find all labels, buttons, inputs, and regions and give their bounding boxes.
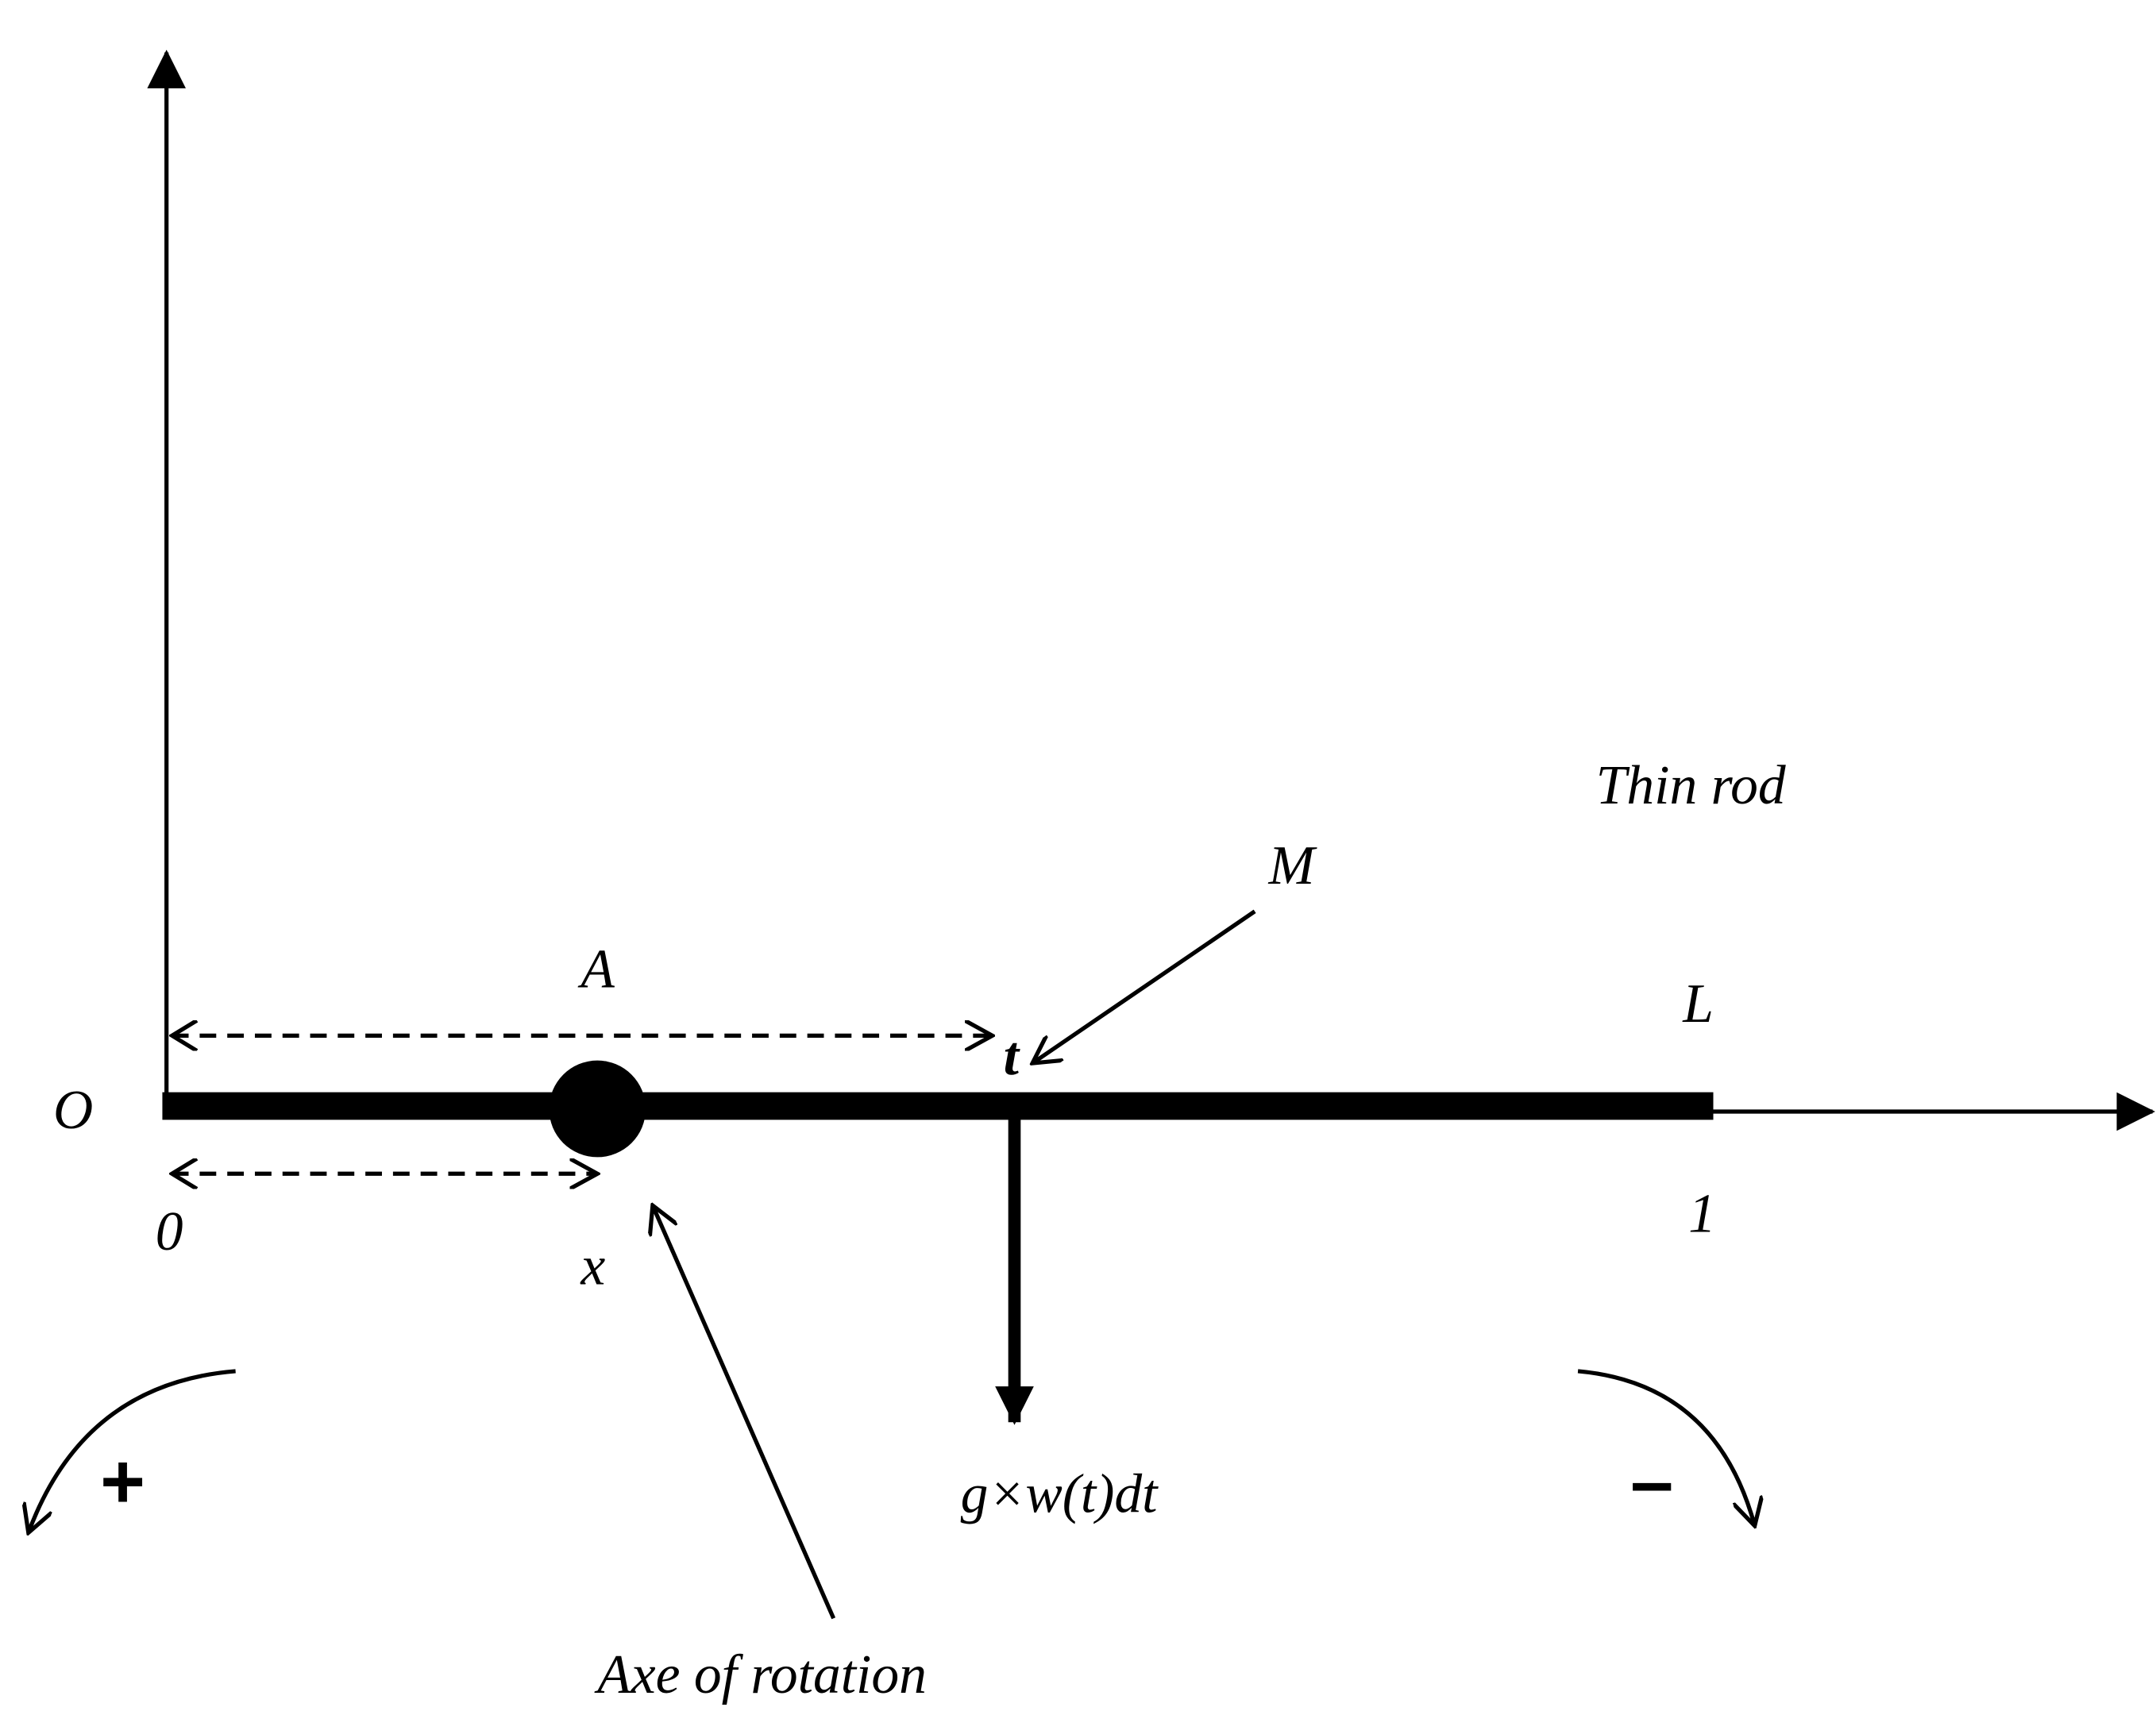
pivot-x-label: x <box>580 1235 605 1297</box>
positive-rotation-arrow <box>29 1369 236 1532</box>
origin-label: O <box>53 1080 93 1141</box>
negative-sign: – <box>1630 1438 1673 1524</box>
positive-sign: + <box>100 1438 145 1524</box>
distance-a-label: A <box>577 938 615 1000</box>
axis-of-rotation-arrow <box>653 1205 836 1620</box>
end-l-label: L <box>1682 973 1714 1035</box>
axis-of-rotation-label: Axe of rotation <box>594 1644 927 1705</box>
one-label: 1 <box>1688 1183 1716 1244</box>
point-m-arrow <box>1032 909 1256 1063</box>
rod-title-label: Thin rod <box>1596 755 1786 816</box>
negative-rotation-arrow <box>1577 1369 1755 1526</box>
zero-label: 0 <box>156 1201 183 1262</box>
force-label: g×w(t)dt <box>961 1463 1159 1524</box>
point-m-label: M <box>1268 835 1318 896</box>
point-t-label: t <box>1004 1026 1021 1087</box>
pivot-point <box>549 1060 646 1158</box>
